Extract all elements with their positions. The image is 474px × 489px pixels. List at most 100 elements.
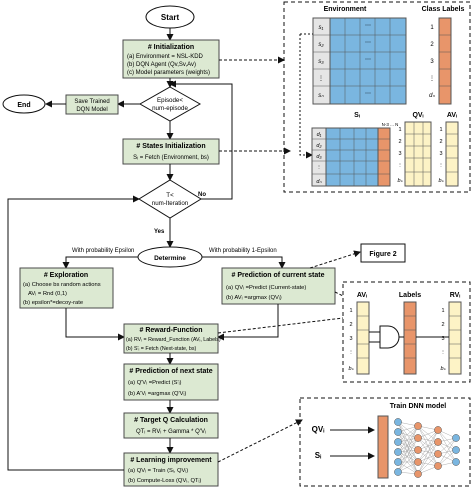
env-matrix bbox=[329, 17, 407, 105]
nn-edge bbox=[397, 437, 419, 473]
si-row-label: d₂ bbox=[316, 143, 322, 149]
nn-edge bbox=[417, 429, 439, 451]
nn-node bbox=[414, 470, 422, 478]
init-title: # Initialization bbox=[148, 44, 194, 51]
labels-panel-labels-title: Labels bbox=[399, 292, 421, 299]
rvi-row-label: 3 bbox=[441, 336, 444, 342]
init-line: (a) Environment = NSL-KDD bbox=[127, 54, 204, 60]
avi-row-label: bₛ bbox=[438, 178, 444, 184]
nn-node bbox=[394, 448, 402, 456]
dashed-to-figure2 bbox=[309, 250, 361, 269]
episode-decision-text: num-episode bbox=[152, 105, 188, 112]
nn-edge bbox=[417, 429, 439, 475]
states-init-line: Sᵢ = Fetch (Environment, bs) bbox=[133, 155, 209, 161]
labels-row-label: ⋮ bbox=[348, 350, 354, 356]
nn-edge bbox=[397, 425, 419, 463]
labels-row-label: 2 bbox=[349, 322, 352, 328]
exploration-line: AVᵢ = Rnd (0,1) bbox=[28, 291, 67, 297]
class-label-index: 2 bbox=[430, 42, 434, 48]
and-gate-icon bbox=[369, 325, 449, 349]
labels-panel-avi-title: AVᵢ bbox=[357, 292, 367, 299]
learning-box bbox=[123, 452, 219, 487]
episode-decision-text: Episode< bbox=[157, 97, 183, 104]
save-model-text: Save Trained bbox=[74, 99, 109, 105]
rvi-row-label: 1 bbox=[441, 308, 444, 314]
env-row-label: s₂ bbox=[318, 42, 324, 48]
nn-edge bbox=[417, 453, 439, 475]
nn-edge bbox=[397, 421, 419, 439]
si-row-label: ⋮ bbox=[316, 165, 322, 171]
prob-one-minus-epsilon: With probability 1-Epsilon bbox=[209, 248, 277, 254]
nn-edge bbox=[397, 421, 419, 451]
nn-edge bbox=[397, 431, 419, 463]
dnn-panel bbox=[299, 397, 471, 487]
qvi-row-label: 1 bbox=[398, 127, 401, 133]
si-column-range: N-3 ... N bbox=[382, 122, 399, 127]
nn-edge bbox=[437, 449, 457, 467]
end-label: End bbox=[17, 102, 30, 109]
env-row-label: sₙ bbox=[318, 93, 324, 99]
nn-node bbox=[434, 462, 442, 470]
labels-row-label: bₛ bbox=[348, 366, 354, 372]
reward-line: (a) RVᵢ = Reward_Function (AVᵢ, Labels) bbox=[126, 337, 221, 343]
svg-text:⋯: ⋯ bbox=[365, 91, 371, 97]
avi-title: AVᵢ bbox=[447, 112, 457, 119]
svg-text:⋯: ⋯ bbox=[365, 23, 371, 29]
class-label-index: 1 bbox=[430, 25, 434, 31]
nn-node bbox=[394, 438, 402, 446]
save-model-text: DQN Model bbox=[76, 107, 107, 113]
nn-node bbox=[414, 458, 422, 466]
exploration-line: (b) epsilon*=decoy-rate bbox=[23, 300, 83, 306]
svg-text:⋯: ⋯ bbox=[365, 57, 371, 63]
labels-row-label: 1 bbox=[349, 308, 352, 314]
initialization-box bbox=[122, 39, 220, 79]
labels-column bbox=[403, 301, 417, 375]
si-row-label: d₁ bbox=[317, 132, 322, 138]
dashed-learning-dnn bbox=[217, 419, 303, 463]
prediction-next-line: (b) A'Vᵢ =argmax (Q'Vᵢ) bbox=[128, 391, 186, 397]
si-label-column bbox=[377, 127, 391, 187]
iteration-decision bbox=[138, 179, 202, 219]
nn-edge bbox=[397, 421, 419, 463]
nn-node bbox=[434, 438, 442, 446]
si-title: Sᵢ bbox=[354, 112, 360, 119]
arrow-exploration-reward bbox=[65, 308, 125, 341]
exploration-title: # Exploration bbox=[44, 272, 88, 279]
nn-edge bbox=[397, 437, 419, 463]
nn-edge bbox=[417, 429, 439, 463]
prediction-current-line: (b) AVᵢ =argmax (QVᵢ) bbox=[226, 295, 282, 301]
environment-title: Environment bbox=[324, 6, 367, 13]
reward-line: (b) S'ᵢ = Fetch (Next-state, bs) bbox=[126, 346, 197, 352]
env-grid bbox=[313, 18, 406, 104]
nn-edge bbox=[397, 441, 419, 475]
svg-text:⋯: ⋯ bbox=[365, 40, 371, 46]
arrow-prediction-reward bbox=[217, 304, 279, 341]
nn-edge bbox=[397, 449, 419, 473]
end-terminal bbox=[2, 94, 46, 114]
target-q-box bbox=[123, 412, 219, 439]
target-q-title: # Target Q Calculation bbox=[134, 417, 208, 424]
prediction-current-box bbox=[221, 267, 336, 305]
si-row-label: dₙ bbox=[316, 179, 322, 185]
avi-column bbox=[445, 121, 459, 187]
qvi-row-label: bₛ bbox=[397, 178, 403, 184]
nn-edge bbox=[397, 425, 419, 473]
labels-row-label: 3 bbox=[349, 336, 352, 342]
class-labels-column bbox=[438, 17, 452, 105]
env-row-label: ⋮ bbox=[318, 76, 324, 82]
determine-label: Determine bbox=[154, 255, 186, 262]
nn-node bbox=[414, 446, 422, 454]
env-row-label: s₃ bbox=[318, 59, 324, 65]
qvi-row-label: 3 bbox=[398, 151, 401, 157]
no-label: No bbox=[198, 192, 206, 198]
dnn-title: Train DNN model bbox=[390, 403, 446, 410]
figure2-box bbox=[360, 243, 406, 263]
prediction-next-title: # Prediction of next state bbox=[129, 368, 212, 375]
rvi-row-label: bₛ bbox=[440, 366, 446, 372]
nn-edge bbox=[397, 441, 419, 463]
learning-title: # Learning improvement bbox=[130, 457, 212, 464]
learning-line: (a) QVᵢ = Train (Sᵢ, QVᵢ) bbox=[128, 468, 188, 474]
class-labels-title: Class Labels bbox=[422, 6, 465, 13]
nn-edge bbox=[437, 437, 457, 467]
